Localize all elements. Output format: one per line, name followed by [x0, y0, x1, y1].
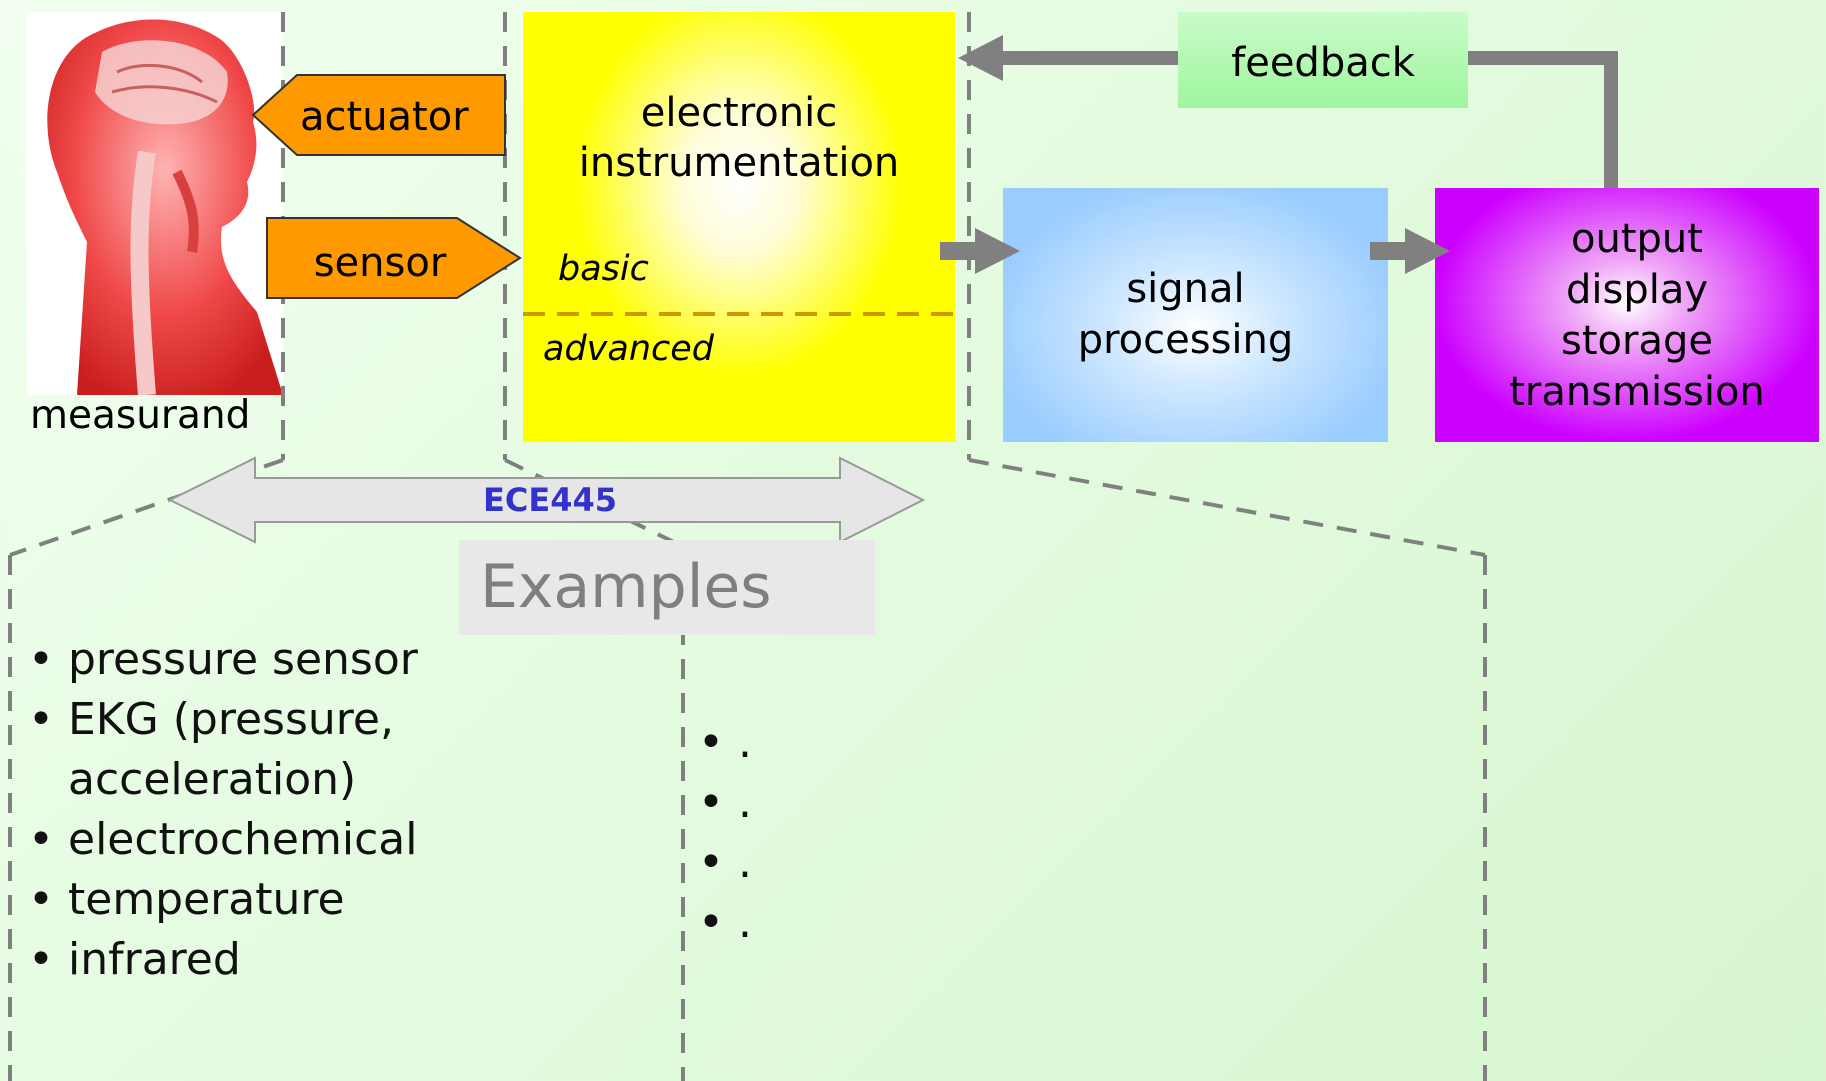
list-item: .	[698, 713, 798, 773]
feedback-label: feedback	[1231, 40, 1415, 86]
list-item: pressure sensor	[28, 630, 468, 690]
measurand-label: measurand	[30, 393, 251, 438]
signal-processing-block	[1003, 188, 1388, 442]
feedback-block	[1178, 12, 1468, 108]
actuator-arrow	[251, 74, 506, 156]
ece445-double-arrow	[167, 456, 926, 544]
measurand-head-image	[27, 12, 283, 396]
examples-heading: Examples	[459, 540, 875, 635]
instrumentation-title: electronic instrumentation	[578, 90, 900, 186]
output-label: output display storage transmission	[1509, 216, 1765, 415]
instr-to-sigproc-arrow	[940, 228, 1020, 274]
list-item: infrared	[28, 930, 468, 990]
list-item: .	[698, 833, 798, 893]
head-illustration	[47, 19, 283, 396]
actuator-label: actuator	[300, 94, 469, 140]
examples-right-list: . . . .	[698, 713, 798, 953]
examples-left-list: pressure sensor EKG (pressure, accelerat…	[28, 630, 468, 990]
output-block	[1435, 188, 1819, 442]
sigproc-to-output-arrow	[1370, 228, 1450, 274]
list-item: electrochemical	[28, 810, 468, 870]
feedback-loop-arrow	[958, 35, 1618, 188]
list-item: .	[698, 893, 798, 953]
sensor-arrow	[266, 217, 522, 299]
list-item: temperature	[28, 870, 468, 930]
electronic-instrumentation-block	[523, 12, 955, 442]
instrumentation-advanced-label: advanced	[543, 329, 715, 369]
sensor-label: sensor	[313, 240, 447, 286]
signal-processing-label: signal processing	[1077, 266, 1294, 363]
ece445-label: ECE445	[483, 481, 617, 519]
list-item: .	[698, 773, 798, 833]
instrumentation-basic-label: basic	[558, 249, 649, 289]
list-item: EKG (pressure, acceleration)	[28, 690, 418, 810]
